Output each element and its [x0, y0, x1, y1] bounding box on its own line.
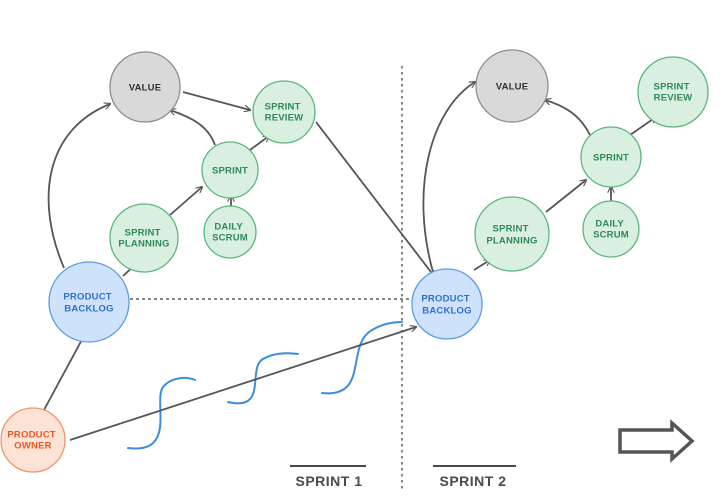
svg-text:SPRINT PLANNING: SPRINT PLANNING: [118, 228, 169, 250]
node-value-1: VALUE: [109, 51, 181, 123]
node-product-backlog-2: PRODUCT BACKLOG: [411, 268, 483, 340]
node-sprint-2: SPRINT: [580, 126, 642, 188]
arrow-review-to-backlog-2: [315, 121, 434, 276]
sprint-2-label: SPRINT: [593, 153, 629, 164]
sprint-review-2-label-line2: REVIEW: [654, 93, 693, 104]
arrow-sprint-to-review: [249, 136, 269, 151]
arrow-owner-to-backlog-2: [69, 327, 416, 441]
sprint-review-1-label-line2: REVIEW: [265, 113, 304, 124]
node-sprint-review-2: SPRINT REVIEW: [637, 56, 709, 128]
arrow-planning-2-to-sprint-2: [545, 180, 586, 213]
arrow-owner-to-backlog: [43, 334, 85, 411]
sprint-review-2-label-line1: SPRINT: [654, 82, 690, 93]
sprint-planning-2-label-line1: SPRINT: [493, 224, 529, 235]
node-daily-scrum-2: DAILY SCRUM: [582, 200, 640, 258]
right-arrow-outline-icon[interactable]: [618, 419, 695, 463]
daily-scrum-2-label-line2: SCRUM: [593, 230, 629, 241]
daily-scrum-1-label-line1: DAILY: [214, 222, 243, 233]
product-backlog-2-label-line1: PRODUCT: [421, 294, 469, 305]
node-sprint-planning-1: SPRINT PLANNING: [109, 203, 179, 273]
svg-text:SPRINT: SPRINT: [593, 153, 629, 164]
product-backlog-1-label-line1: PRODUCT: [63, 292, 111, 303]
svg-text:VALUE: VALUE: [496, 82, 529, 93]
svg-text:SPRINT PLANNING: SPRINT PLANNING: [486, 224, 537, 247]
sprint-planning-2-label-line2: PLANNING: [486, 236, 537, 247]
node-daily-scrum-1: DAILY SCRUM: [203, 205, 257, 259]
product-backlog-2-label-line2: BACKLOG: [422, 306, 471, 317]
svg-text:SPRINT REVIEW: SPRINT REVIEW: [654, 82, 693, 104]
sprint-2-label: SPRINT 2: [439, 473, 506, 489]
node-product-backlog-1: PRODUCT BACKLOG: [48, 261, 130, 343]
value-1-label: VALUE: [129, 83, 162, 94]
arrow-sprint-to-value: [170, 110, 216, 146]
svg-text:DAILY SCRUM: DAILY SCRUM: [212, 222, 248, 244]
node-sprint-planning-2: SPRINT PLANNING: [474, 196, 550, 272]
sprint-planning-1-label-line2: PLANNING: [118, 239, 169, 250]
arrow-backlog-2-to-value-2: [422, 82, 475, 273]
node-product-owner: PRODUCT OWNER: [0, 407, 66, 473]
sprint-1-label: SPRINT: [212, 166, 248, 177]
svg-text:SPRINT REVIEW: SPRINT REVIEW: [265, 102, 304, 124]
svg-text:VALUE: VALUE: [129, 83, 162, 94]
sprint-planning-1-label-line1: SPRINT: [125, 228, 161, 239]
sprint-wave-decoration: [127, 321, 403, 450]
daily-scrum-1-label-line2: SCRUM: [212, 233, 248, 244]
node-sprint-1: SPRINT: [201, 141, 259, 199]
svg-text:PRODUCT BACKLOG: PRODUCT BACKLOG: [63, 292, 114, 315]
arrow-sprint-2-to-value-2: [545, 100, 591, 136]
sprint-review-1-label-line1: SPRINT: [265, 102, 301, 113]
arrow-value-to-review: [182, 91, 250, 110]
sprint-2-caption: SPRINT 2: [433, 465, 516, 489]
node-sprint-review-1: SPRINT REVIEW: [252, 80, 316, 144]
sprint-1-label: SPRINT 1: [295, 473, 362, 489]
daily-scrum-2-label-line1: DAILY: [595, 219, 624, 230]
product-owner-label-line1: PRODUCT: [7, 430, 55, 441]
arrow-backlog-to-value: [47, 104, 110, 269]
node-value-2: VALUE: [475, 49, 549, 123]
svg-text:PRODUCT OWNER: PRODUCT OWNER: [7, 430, 58, 452]
product-backlog-1-label-line2: BACKLOG: [64, 304, 113, 315]
value-2-label: VALUE: [496, 82, 529, 93]
product-owner-label-line2: OWNER: [14, 441, 51, 452]
sprint-1-caption: SPRINT 1: [290, 465, 366, 489]
svg-text:PRODUCT BACKLOG: PRODUCT BACKLOG: [421, 294, 472, 317]
arrow-planning-to-sprint: [169, 187, 202, 216]
svg-text:DAILY SCRUM: DAILY SCRUM: [593, 219, 629, 241]
svg-text:SPRINT: SPRINT: [212, 166, 248, 177]
